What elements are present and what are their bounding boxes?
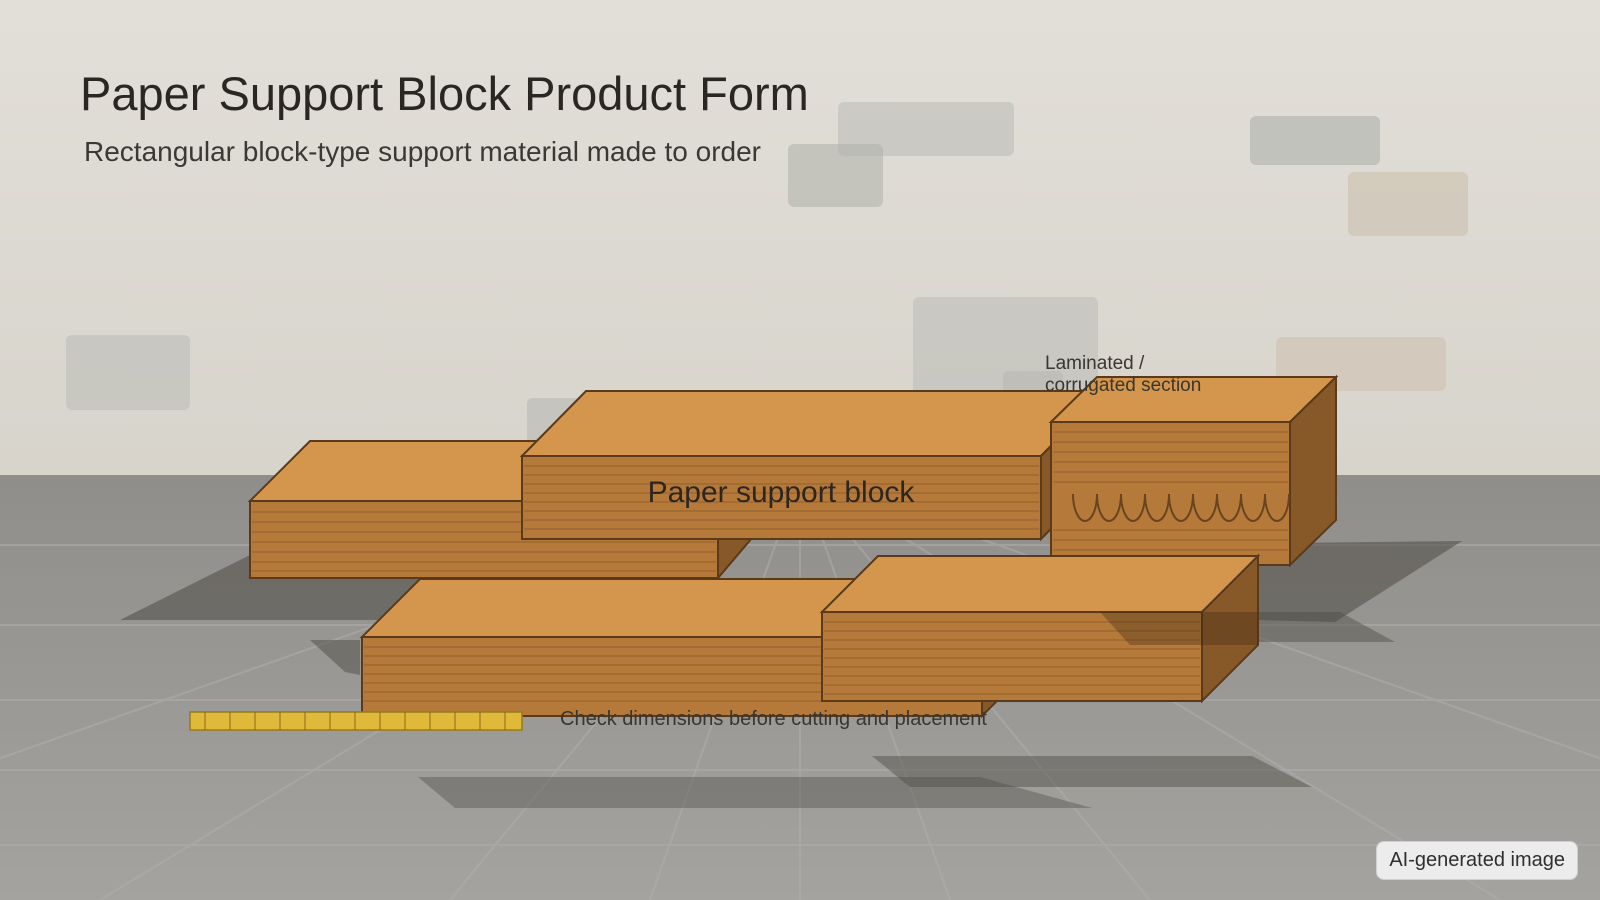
block-front <box>521 455 1042 540</box>
block-top <box>819 555 1261 613</box>
corrugation-flutes <box>1072 493 1290 522</box>
block-front <box>1050 421 1291 566</box>
support-block-front-right <box>819 553 1261 704</box>
support-block-labeled <box>519 388 1108 542</box>
block-front <box>821 611 1203 702</box>
measuring-tape <box>189 711 523 731</box>
block-top <box>519 390 1108 457</box>
callout-line-1: Laminated / <box>1045 353 1145 374</box>
support-block-corrugated <box>1048 374 1339 568</box>
block-label: Paper support block <box>647 476 915 509</box>
page-title: Paper Support Block Product Form <box>80 67 809 120</box>
ai-generated-badge: AI-generated image <box>1376 841 1578 880</box>
corrugated-callout: Laminated / corrugated section <box>1045 353 1265 397</box>
dimension-caption: Check dimensions before cutting and plac… <box>560 708 987 730</box>
callout-line-2: corrugated section <box>1045 375 1202 396</box>
page-subtitle: Rectangular block-type support material … <box>84 136 762 167</box>
